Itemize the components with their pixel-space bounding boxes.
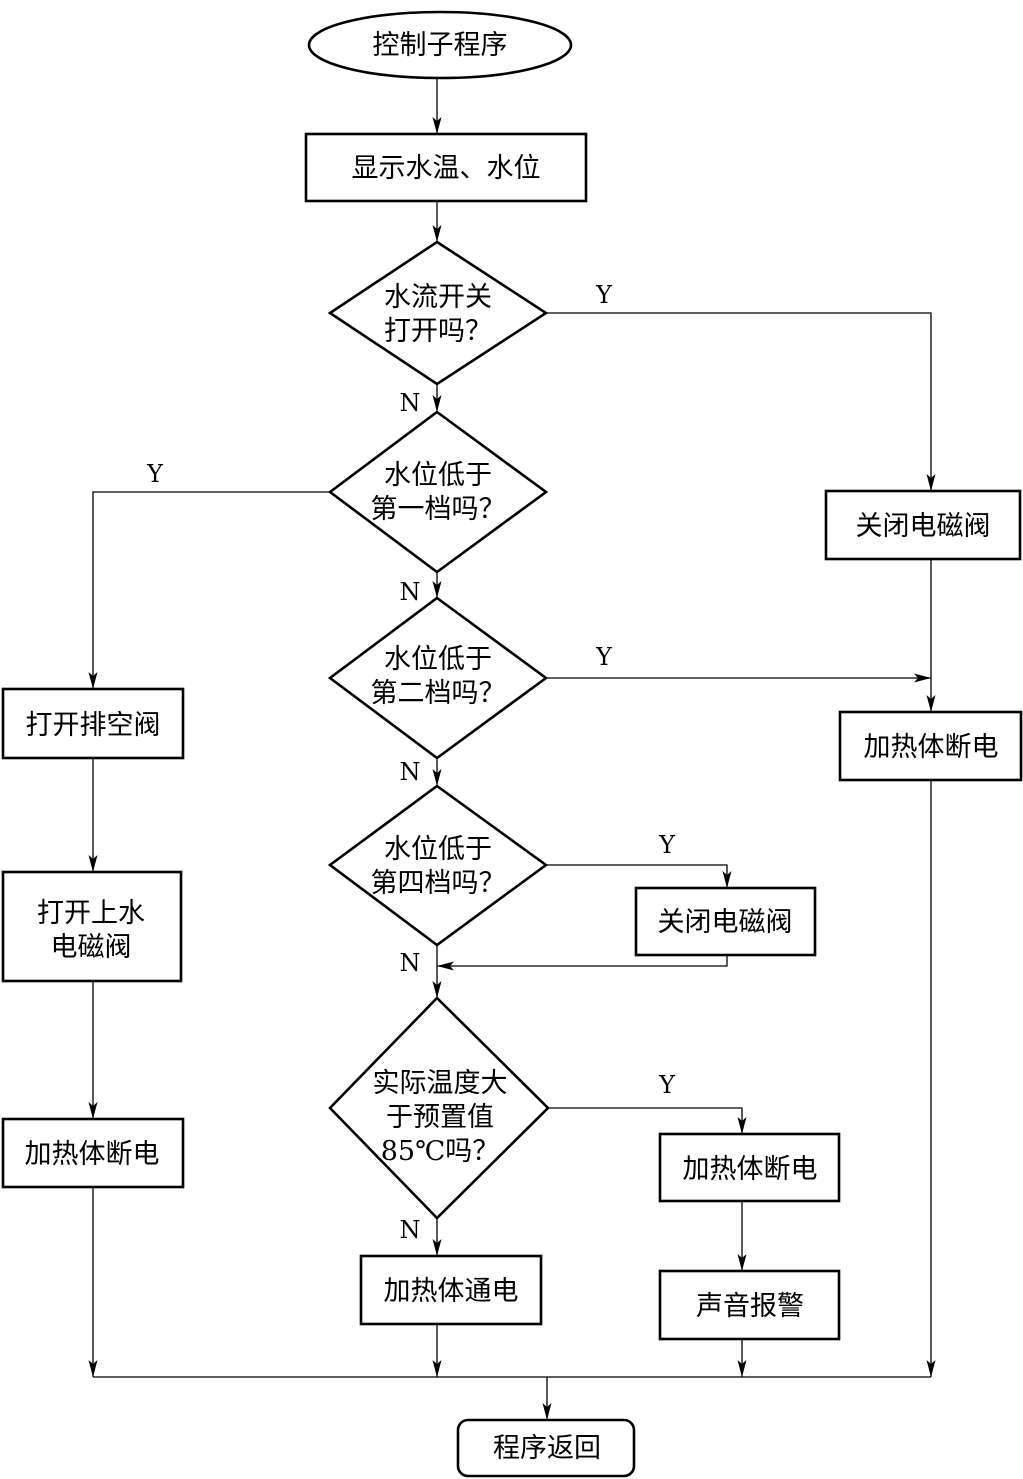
arrow-heads (88, 117, 936, 1420)
close-valve-mid-label: 关闭电磁阀 (658, 907, 793, 938)
label-switch-no: N (400, 389, 421, 417)
heater-off-mid-box: 加热体断电 (658, 1132, 841, 1203)
label-switch-yes: Y (595, 281, 613, 309)
decision-temperature: 实际温度大 于预置值 85℃吗？ (328, 996, 550, 1220)
decision-temp-line2: 于预置值 (386, 1102, 494, 1133)
alarm-box: 声音报警 (658, 1269, 841, 1341)
arrow-head (926, 474, 936, 491)
arrow-head (737, 1254, 747, 1271)
edge-switch-yes (546, 312, 932, 491)
open-drain-label: 打开排空阀 (26, 710, 161, 741)
arrow-head (432, 1239, 442, 1256)
arrow-head (432, 117, 442, 134)
decision-water-switch: 水流开关 打开吗？ (327, 240, 549, 386)
alarm-label: 声音报警 (696, 1291, 804, 1322)
open-inlet-box: 打开上水 电磁阀 (1, 870, 183, 983)
decision-temp-line1: 实际温度大 (373, 1068, 508, 1099)
arrow-head (926, 695, 936, 712)
arrow-head (88, 1360, 98, 1377)
start-node: 控制子程序 (307, 10, 573, 80)
heater-off-left-box: 加热体断电 (1, 1117, 185, 1189)
edge-closevalvemid-return (437, 955, 728, 967)
heater-off-mid-label: 加热体断电 (683, 1154, 818, 1185)
open-inlet-line1: 打开上水 (37, 898, 145, 929)
arrow-head (88, 672, 98, 689)
arrow-head (542, 1403, 552, 1420)
decision-level2: 水位低于 第二档吗？ (327, 596, 549, 760)
open-drain-box: 打开排空阀 (1, 687, 185, 760)
label-temp-no: N (400, 1216, 421, 1244)
heater-off-left-label: 加热体断电 (25, 1139, 160, 1170)
label-temp-yes: Y (658, 1071, 676, 1099)
decision-switch-line2: 打开吗？ (384, 316, 492, 347)
decision-level4: 水位低于 第四档吗？ (327, 784, 549, 947)
arrow-head (737, 1117, 747, 1134)
edge-temp-yes (548, 1107, 743, 1134)
branch-labels: Y N Y N Y N Y N Y N (146, 281, 676, 1244)
decision-temp-line3: 85℃吗？ (381, 1136, 500, 1167)
decision-switch-line1: 水流开关 (384, 282, 492, 313)
arrow-head (437, 961, 454, 971)
heater-off-right-box: 加热体断电 (838, 710, 1023, 782)
label-level2-no: N (400, 758, 421, 786)
edge-level4-yes (546, 864, 728, 888)
arrow-head (722, 871, 732, 888)
close-valve-right-box: 关闭电磁阀 (824, 489, 1022, 561)
arrow-head (432, 769, 442, 786)
arrow-head (926, 1360, 936, 1377)
decision-level2-line2: 第二档吗？ (371, 678, 506, 709)
close-valve-mid-box: 关闭电磁阀 (634, 886, 817, 957)
arrow-head (432, 395, 442, 412)
display-box: 显示水温、水位 (304, 132, 588, 203)
edge-level1-yes (92, 491, 330, 689)
arrow-head (432, 1360, 442, 1377)
heater-on-label: 加热体通电 (384, 1276, 519, 1307)
decision-level4-line2: 第四档吗？ (371, 868, 506, 899)
arrow-head (737, 1360, 747, 1377)
arrow-head (432, 981, 442, 998)
start-label: 控制子程序 (373, 30, 508, 61)
label-level1-yes: Y (146, 460, 164, 488)
arrow-head (914, 673, 931, 683)
heater-off-right-label: 加热体断电 (864, 732, 999, 763)
label-level4-no: N (400, 949, 421, 977)
arrow-head (88, 855, 98, 872)
decision-level1-line1: 水位低于 (384, 460, 492, 491)
display-label: 显示水温、水位 (352, 153, 541, 184)
label-level2-yes: Y (595, 643, 613, 671)
decision-level4-line1: 水位低于 (384, 834, 492, 865)
end-label: 程序返回 (493, 1433, 601, 1464)
flow-edges (92, 78, 932, 1420)
arrow-head (88, 1102, 98, 1119)
arrow-head (432, 225, 442, 242)
decision-level2-line1: 水位低于 (384, 644, 492, 675)
end-node: 程序返回 (456, 1418, 636, 1478)
label-level4-yes: Y (658, 831, 676, 859)
decision-level1-line2: 第一档吗？ (371, 494, 506, 525)
label-level1-no: N (400, 578, 421, 606)
open-inlet-line2: 电磁阀 (51, 932, 132, 963)
heater-on-box: 加热体通电 (359, 1254, 543, 1326)
close-valve-right-label: 关闭电磁阀 (856, 511, 991, 542)
arrow-head (432, 581, 442, 598)
decision-level1: 水位低于 第一档吗？ (327, 410, 549, 574)
